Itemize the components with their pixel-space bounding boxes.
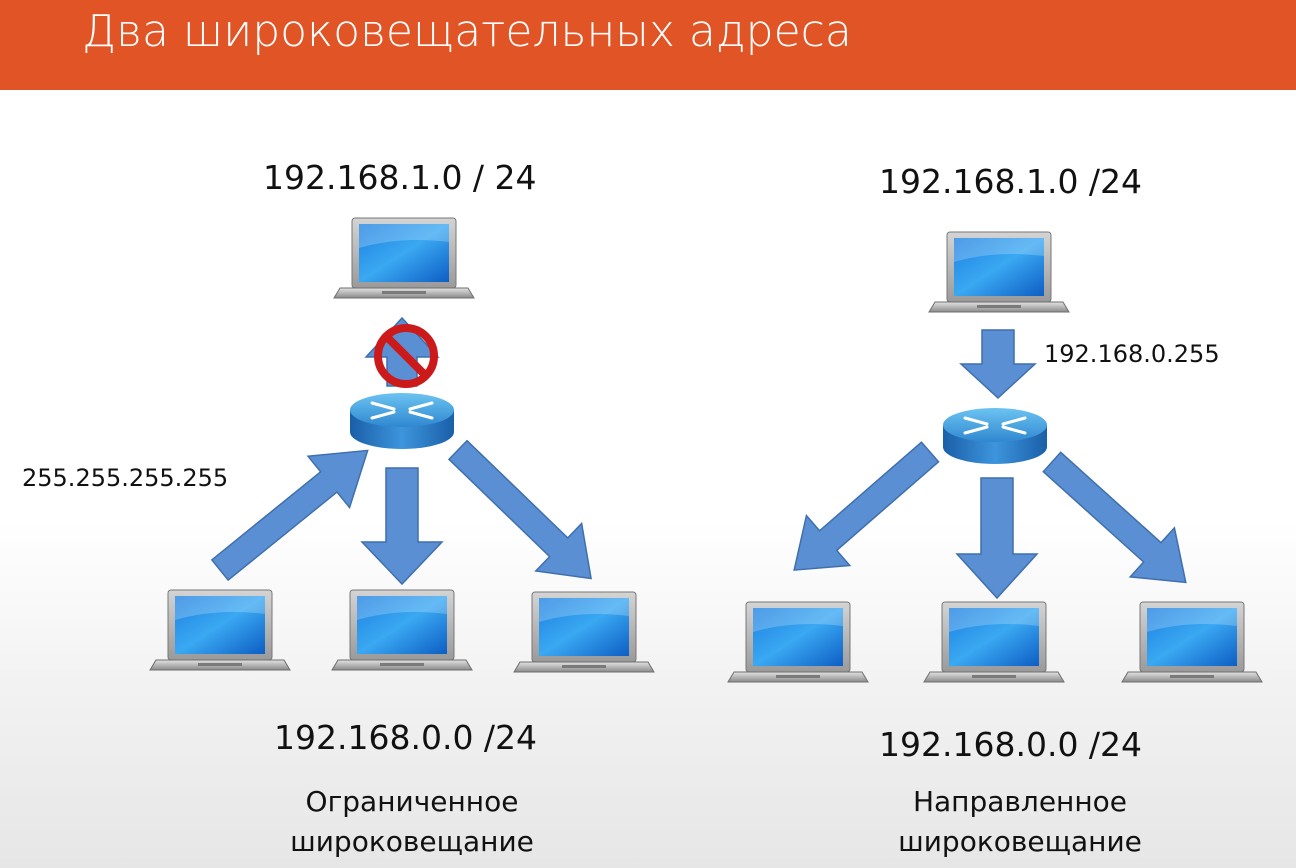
right-caption: Направленное широковещание [870, 782, 1170, 862]
left-incoming-arrow-icon [210, 449, 369, 582]
left-bottom-network-label: 192.168.0.0 /24 [274, 718, 538, 757]
right-middle-arrow-icon [955, 477, 1039, 600]
left-caption: Ограниченное широковещание [262, 782, 562, 862]
left-down-arrow-icon [360, 467, 444, 586]
right-caption-line2: широковещание [898, 825, 1142, 858]
left-bottom-laptop-3-icon [513, 591, 655, 673]
right-bottom-laptop-3-icon [1121, 601, 1263, 683]
right-left-arrow-icon [793, 441, 940, 571]
limited-broadcast-address-label: 255.255.255.255 [22, 464, 229, 492]
left-outgoing-arrow-icon [447, 439, 592, 580]
right-top-laptop-icon [928, 231, 1070, 313]
right-caption-line1: Направленное [912, 785, 1128, 818]
prohibited-icon [374, 324, 438, 388]
right-right-arrow-icon [1042, 451, 1187, 584]
left-bottom-laptop-1-icon [149, 589, 291, 671]
right-bottom-network-label: 192.168.0.0 /24 [879, 725, 1143, 764]
right-down-arrow-icon [959, 329, 1037, 400]
left-caption-line1: Ограниченное [305, 785, 519, 818]
right-router-icon [941, 406, 1049, 466]
right-bottom-laptop-2-icon [923, 601, 1065, 683]
left-bottom-laptop-2-icon [331, 589, 473, 671]
right-bottom-laptop-1-icon [727, 601, 869, 683]
left-caption-line2: широковещание [290, 825, 534, 858]
right-top-network-label: 192.168.1.0 /24 [879, 162, 1143, 201]
title-bar: Два широковещательных адреса [0, 0, 1296, 90]
left-router-icon [348, 391, 456, 451]
directed-broadcast-address-label: 192.168.0.255 [1044, 340, 1220, 368]
left-top-network-label: 192.168.1.0 / 24 [263, 158, 537, 197]
left-top-laptop-icon [333, 217, 475, 299]
page-title: Два широковещательных адреса [82, 6, 852, 57]
